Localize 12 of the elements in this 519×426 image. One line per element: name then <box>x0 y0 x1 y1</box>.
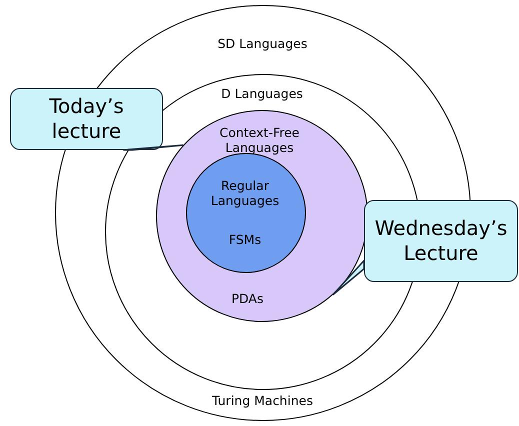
set-label: SD Languages <box>216 36 308 50</box>
set-label: PDAs <box>230 290 264 306</box>
callout-bubble <box>364 200 518 282</box>
set-label: Context-Free Languages <box>218 124 300 154</box>
set-label: Turing Machines <box>211 392 314 408</box>
set-label: FSMs <box>228 232 262 247</box>
set-label: Regular Languages <box>210 178 280 208</box>
callout-pointer <box>122 144 184 151</box>
set-label: D Languages <box>220 86 304 101</box>
callout-text: Today’s lecture <box>48 94 125 144</box>
callout-pointer <box>332 258 365 296</box>
callout-text: Wednesday’s Lecture <box>374 216 508 266</box>
